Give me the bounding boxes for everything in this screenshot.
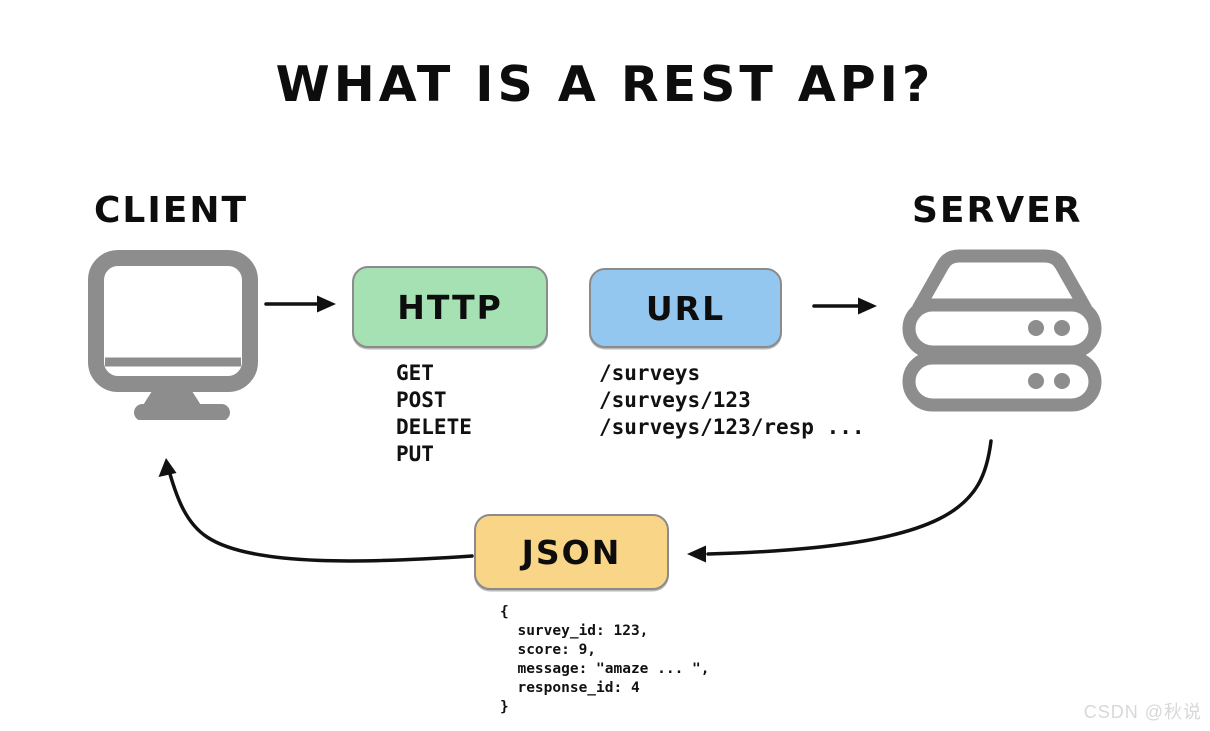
json-code-block: { survey_id: 123, score: 9, message: "am…	[500, 603, 710, 717]
http-method: POST	[396, 388, 447, 412]
page-title: WHAT IS A REST API?	[275, 56, 935, 113]
arrowhead-right-2	[858, 297, 877, 315]
server-label: SERVER	[912, 190, 1083, 231]
http-box-label: HTTP	[397, 287, 503, 327]
json-code-line: {	[500, 604, 509, 620]
url-path: /surveys/123/resp ...	[599, 415, 865, 439]
url-path: /surveys	[599, 361, 701, 385]
server-stack-icon	[902, 249, 1102, 412]
arrowhead-left	[687, 545, 706, 563]
client-monitor-icon	[88, 250, 258, 420]
http-method: GET	[396, 361, 434, 385]
json-code-line: }	[500, 699, 509, 715]
arrowhead-up	[158, 458, 177, 477]
http-method: PUT	[396, 442, 434, 466]
json-box: JSON	[474, 514, 669, 590]
url-path: /surveys/123	[599, 388, 751, 412]
http-box: HTTP	[352, 266, 548, 348]
url-box-label: URL	[645, 288, 726, 328]
json-box-label: JSON	[521, 532, 622, 572]
http-method: DELETE	[396, 415, 472, 439]
url-box: URL	[589, 268, 782, 348]
arrow-server-to-json	[706, 439, 993, 556]
json-code-line: score: 9,	[500, 642, 597, 658]
json-code-line: response_id: 4	[500, 680, 640, 696]
client-label: CLIENT	[94, 190, 249, 231]
csdn-watermark: CSDN @秋说	[1083, 702, 1202, 722]
arrow-json-to-client	[168, 472, 474, 563]
url-paths-list: /surveys /surveys/123 /surveys/123/resp …	[599, 360, 865, 441]
json-code-line: survey_id: 123,	[500, 623, 649, 639]
json-code-line: message: "amaze ... ",	[500, 661, 710, 677]
arrowhead-right-1	[317, 295, 336, 313]
http-methods-list: GET POST DELETE PUT	[396, 360, 472, 468]
